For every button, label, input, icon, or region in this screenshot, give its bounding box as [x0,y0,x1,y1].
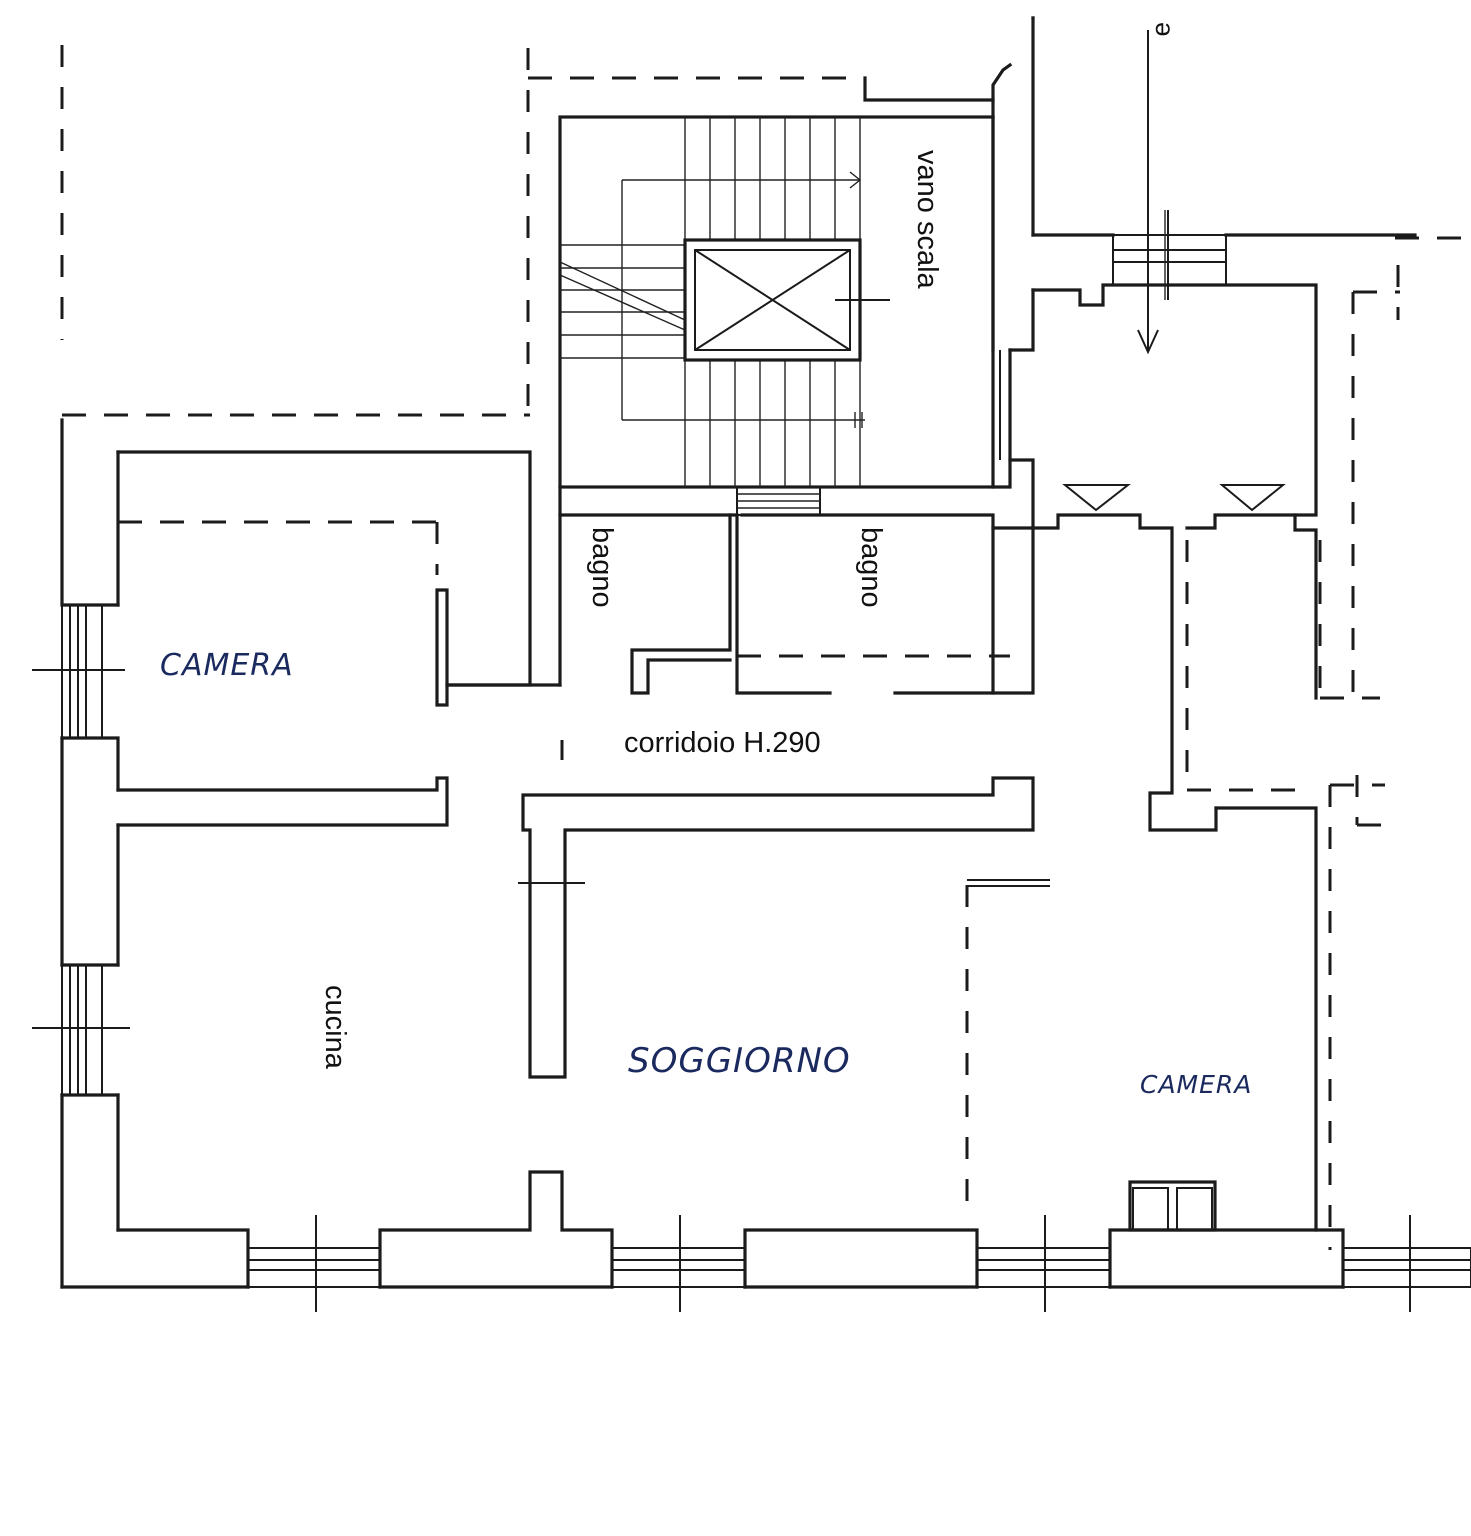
windows [32,210,1471,1312]
label-soggiorno: SOGGIORNO [628,1041,851,1081]
interior-walls [116,62,1318,1232]
room-labels: CAMERA CAMERA SOGGIORNO corridoio H.290 … [160,22,1252,1099]
window-left-lower [32,964,130,1096]
dashed-boundaries [60,45,1471,1250]
section-line [1137,30,1166,355]
sink-symbols [1062,484,1286,512]
window-bottom-2 [611,1215,746,1312]
window-bottom-3 [976,1215,1111,1312]
window-bottom-1 [247,1215,381,1312]
label-corridoio: corridoio H.290 [624,727,821,759]
label-bagno-right: bagno [855,527,887,608]
window-left-upper [32,604,125,739]
label-cucina: cucina [319,985,351,1070]
window-bottom-4 [1342,1215,1471,1312]
label-camera-right: CAMERA [1140,1070,1252,1099]
label-camera-left: CAMERA [160,648,294,683]
label-edge-fragment: ə [1150,22,1180,36]
label-bagno-left: bagno [586,527,618,608]
label-vano-scala: vano scala [911,150,943,290]
staircase [559,117,1001,516]
